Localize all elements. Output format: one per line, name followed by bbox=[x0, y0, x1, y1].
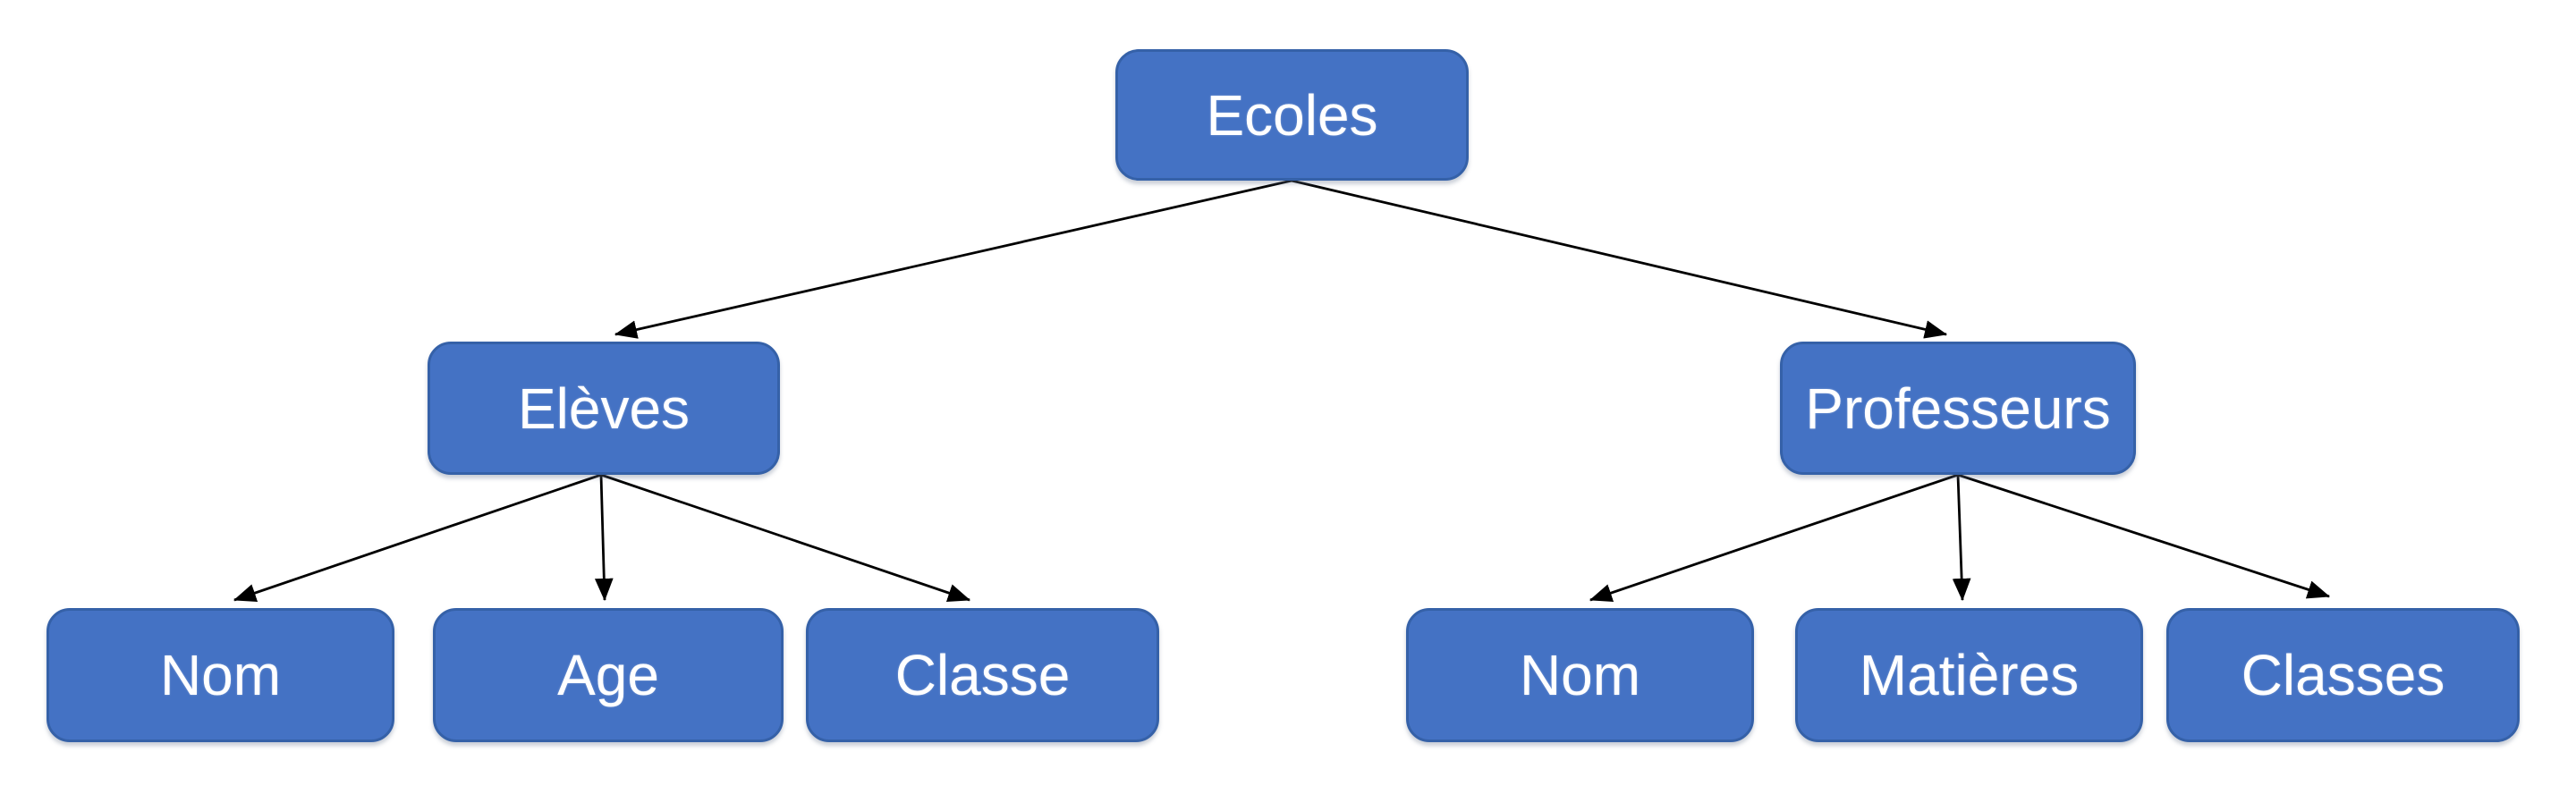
node-eleves: Elèves bbox=[428, 342, 780, 475]
arrow-eleves-to-nom bbox=[233, 473, 602, 603]
node-ecoles: Ecoles bbox=[1115, 49, 1469, 181]
arrow-ecoles-to-eleves bbox=[614, 179, 1292, 339]
node-professeurs: Professeurs bbox=[1780, 342, 2136, 475]
node-professeurs-classes: Classes bbox=[2166, 608, 2520, 742]
arrow-professeurs-to-nom bbox=[1589, 473, 1959, 603]
node-professeurs-nom: Nom bbox=[1406, 608, 1754, 742]
node-eleves-label: Elèves bbox=[517, 376, 691, 441]
node-eleves-classe-label: Classe bbox=[894, 643, 1071, 707]
node-eleves-nom-label: Nom bbox=[159, 643, 282, 707]
arrow-professeurs-to-classes bbox=[1957, 473, 2331, 599]
arrow-eleves-to-age bbox=[594, 474, 614, 602]
node-professeurs-matieres: Matières bbox=[1795, 608, 2143, 742]
node-eleves-age: Age bbox=[433, 608, 784, 742]
arrow-ecoles-to-professeurs bbox=[1291, 179, 1948, 339]
node-professeurs-label: Professeurs bbox=[1805, 376, 2111, 441]
node-eleves-nom: Nom bbox=[47, 608, 394, 742]
arrow-eleves-to-classe bbox=[600, 473, 971, 603]
node-ecoles-label: Ecoles bbox=[1206, 82, 1378, 148]
node-professeurs-nom-label: Nom bbox=[1519, 643, 1641, 707]
node-professeurs-matieres-label: Matières bbox=[1859, 643, 2080, 707]
node-eleves-classe: Classe bbox=[806, 608, 1159, 742]
node-eleves-age-label: Age bbox=[557, 643, 659, 707]
arrow-professeurs-to-matieres bbox=[1952, 474, 1971, 602]
node-professeurs-classes-label: Classes bbox=[2241, 643, 2445, 707]
